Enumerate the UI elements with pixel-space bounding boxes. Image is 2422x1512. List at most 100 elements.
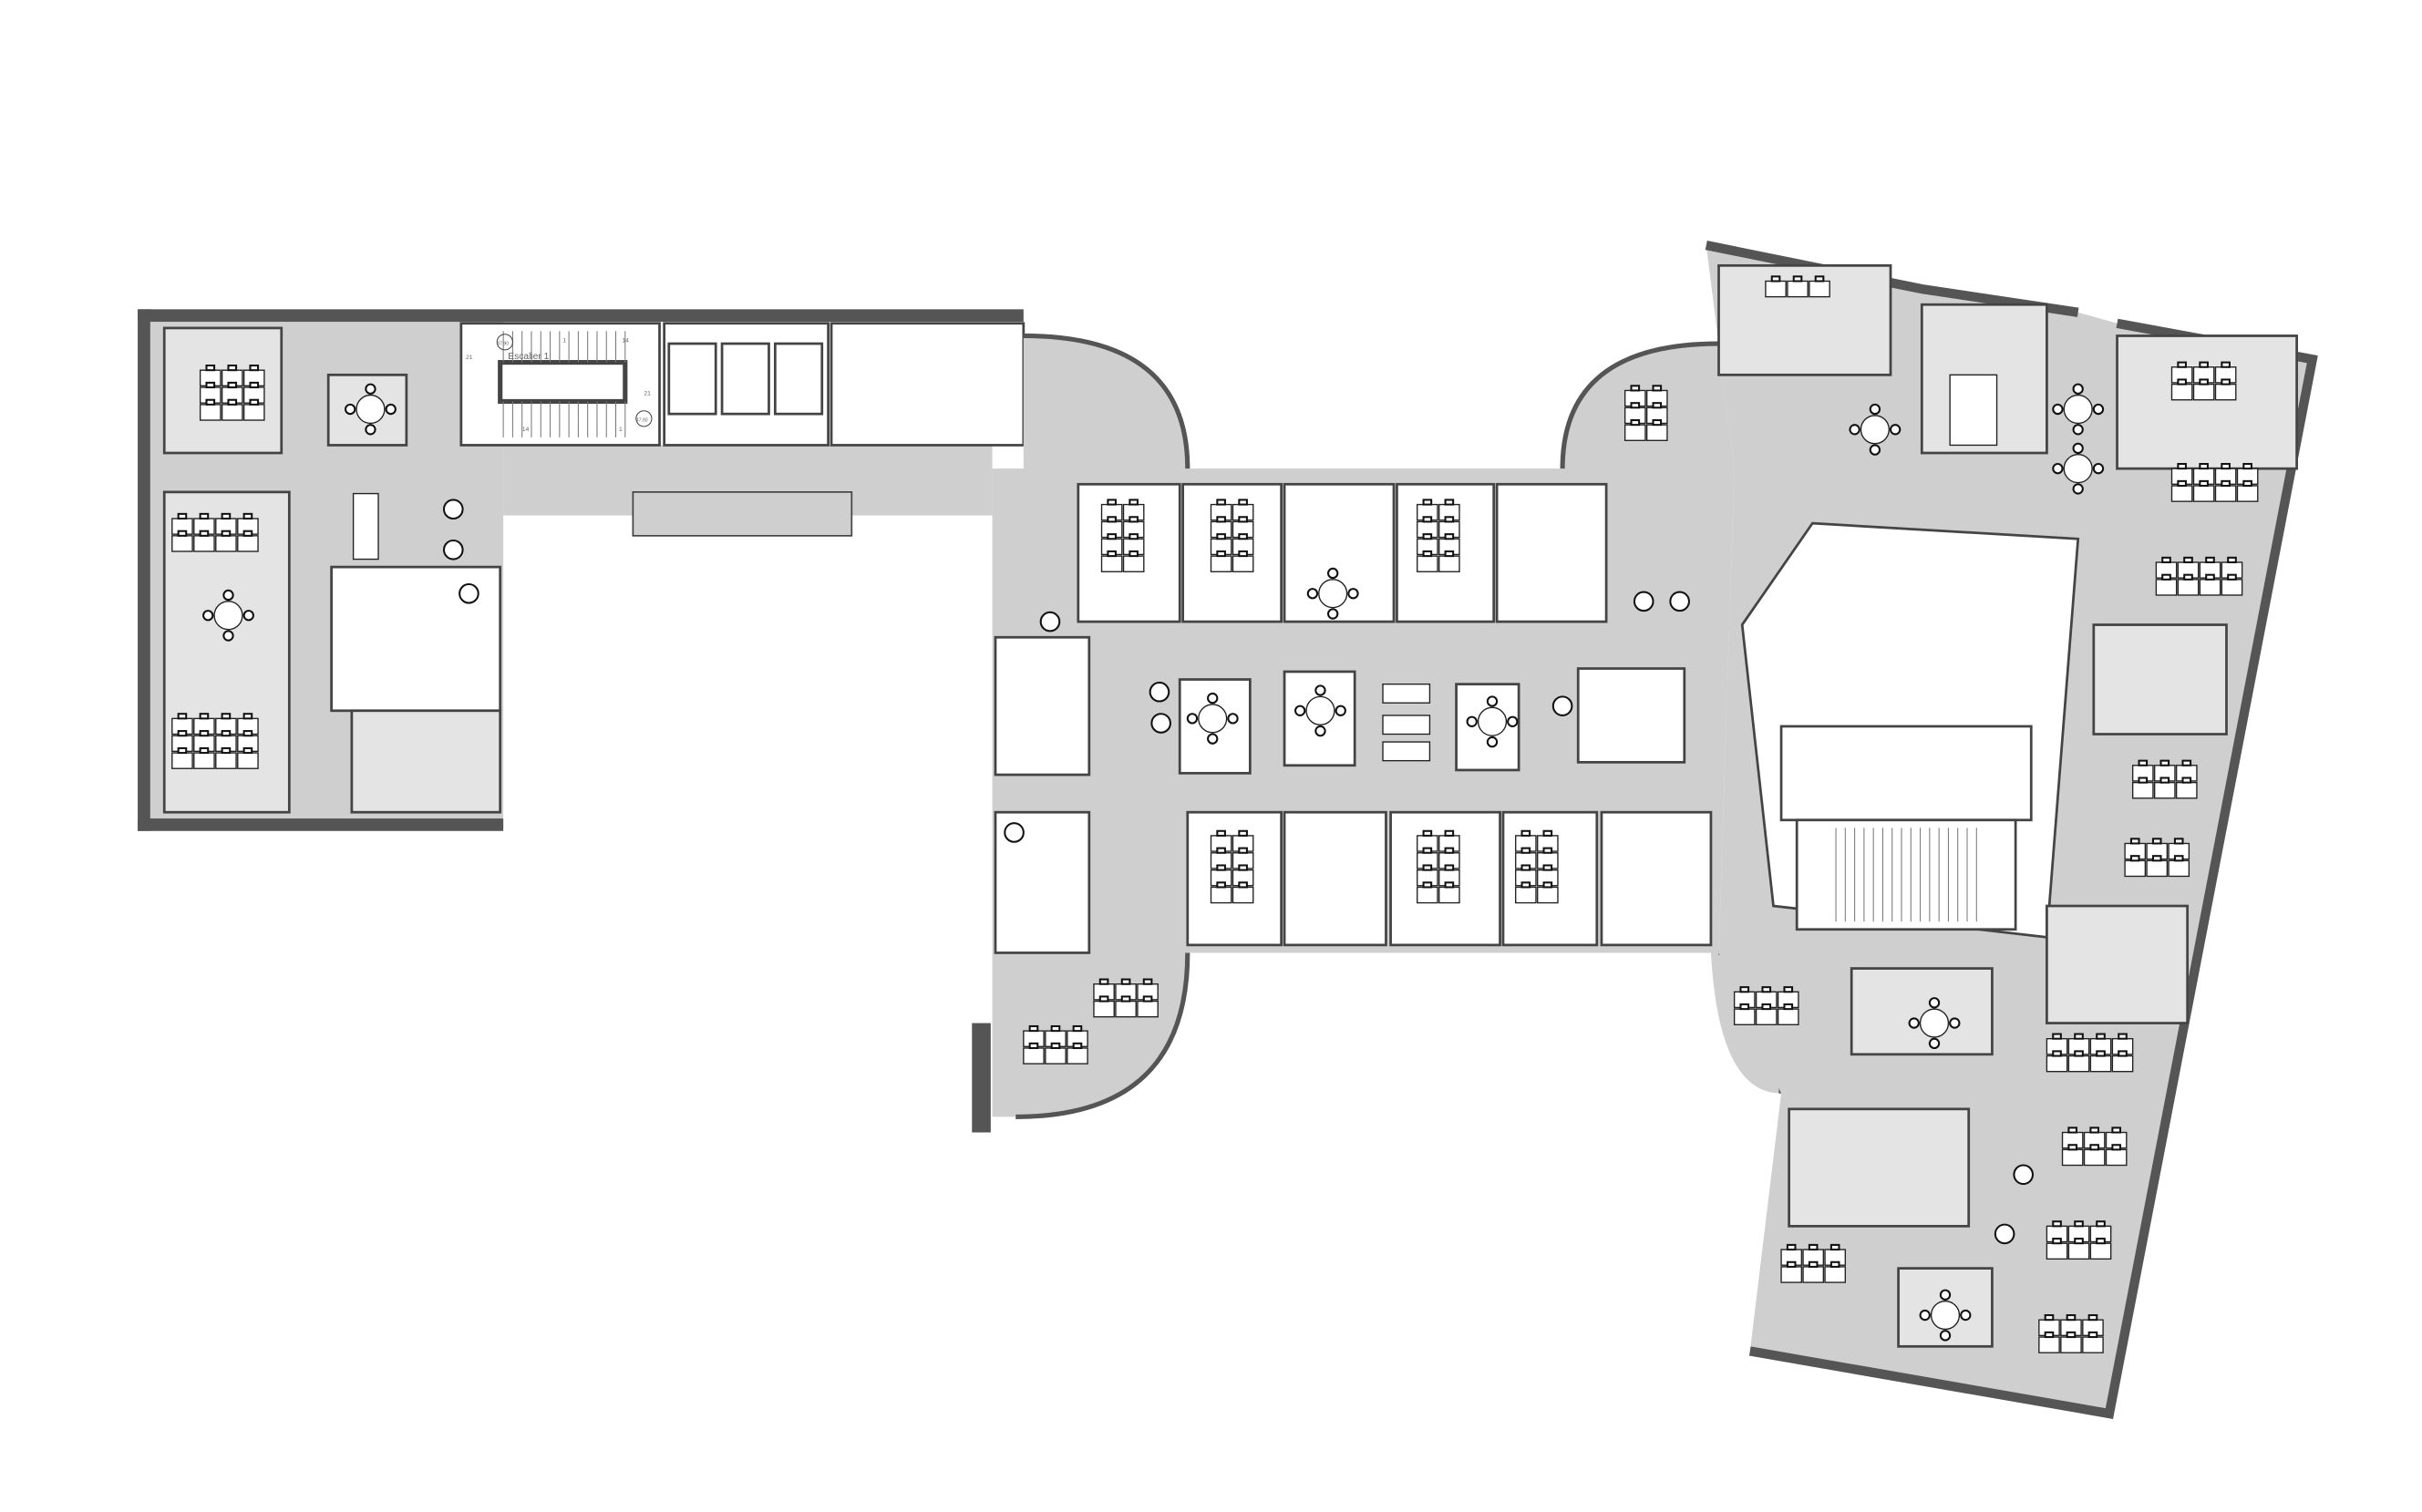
chair	[1306, 588, 1319, 600]
chair	[2129, 838, 2140, 845]
desk	[2124, 859, 2147, 878]
round-table	[1919, 1008, 1950, 1038]
stair-label: Escalier 1	[508, 352, 549, 362]
chair	[1783, 986, 1794, 993]
chair	[1739, 1003, 1750, 1011]
chair	[1444, 533, 1455, 540]
desk	[1093, 1000, 1115, 1018]
chair	[1314, 684, 1326, 696]
desk	[2214, 485, 2237, 502]
chair	[1129, 516, 1139, 523]
desk	[1824, 1266, 1847, 1283]
chair	[2177, 361, 2187, 368]
chair	[2067, 1144, 2077, 1151]
chair	[2096, 1033, 2106, 1040]
chair	[2072, 483, 2084, 495]
chair	[242, 746, 253, 755]
chair	[2074, 1033, 2084, 1040]
chair	[1486, 695, 1499, 707]
chair	[221, 530, 232, 537]
chair	[2074, 1238, 2084, 1245]
room-office-b	[350, 709, 502, 814]
chair	[2181, 777, 2192, 784]
chair	[202, 610, 214, 622]
chair	[2227, 573, 2237, 581]
chair	[2205, 556, 2215, 564]
round-table	[2063, 394, 2093, 425]
curved-facade-nw	[1023, 333, 1190, 469]
desk	[1122, 555, 1145, 572]
desk	[1787, 280, 1809, 298]
chair	[1849, 424, 1860, 436]
chair	[1120, 978, 1131, 985]
chair	[2205, 573, 2215, 581]
chair	[2052, 1033, 2062, 1040]
desk	[2153, 781, 2176, 799]
chair	[1908, 1017, 1920, 1029]
desk	[2083, 1148, 2106, 1167]
left-wing: 47.90 47.90 Escalier 1 21 1 14 21 14 1	[138, 309, 1025, 831]
chair	[242, 730, 253, 737]
office-room	[1850, 967, 1994, 1056]
desk	[2105, 1148, 2128, 1167]
chair	[2118, 1050, 2128, 1057]
desk	[193, 535, 215, 552]
chair	[227, 398, 238, 406]
desk	[221, 404, 243, 421]
chair	[2138, 777, 2149, 784]
desk	[2067, 1242, 2090, 1260]
desk	[2199, 579, 2221, 596]
chair	[205, 398, 216, 406]
desk	[1780, 1266, 1803, 1283]
chair	[2096, 1220, 2106, 1228]
chair	[1814, 275, 1825, 283]
chair	[1783, 1003, 1794, 1011]
round-table	[1860, 415, 1890, 445]
office-room	[1495, 482, 1608, 623]
lounge-chair	[442, 539, 464, 561]
chair	[2221, 361, 2231, 368]
lobby-bump	[632, 491, 853, 537]
chair	[1227, 713, 1239, 725]
chair	[205, 381, 216, 389]
desk	[2089, 1054, 2112, 1073]
chair	[1216, 533, 1226, 540]
chair	[2111, 1126, 2121, 1134]
desk	[1733, 1008, 1756, 1025]
chair	[221, 512, 232, 520]
curved-facade-sw	[1015, 952, 1190, 1119]
chair	[222, 589, 234, 602]
step-number: 21	[644, 391, 651, 397]
chair	[1770, 275, 1781, 283]
chair	[1050, 1024, 1061, 1033]
chair	[1028, 1024, 1039, 1033]
lounge-chair	[1150, 713, 1171, 734]
step-number: 21	[466, 355, 473, 361]
chair	[2151, 838, 2162, 845]
elevator-1	[667, 342, 717, 416]
chair	[177, 746, 188, 755]
desk	[1115, 1000, 1137, 1018]
office-room	[1788, 1107, 1971, 1228]
chair	[2052, 1050, 2062, 1057]
chair	[242, 530, 253, 537]
chair	[242, 713, 253, 720]
sw-wall	[972, 1023, 991, 1133]
desk	[2111, 1054, 2134, 1073]
chair	[1542, 864, 1553, 871]
chair	[1072, 1024, 1083, 1033]
chair	[2044, 1331, 2055, 1339]
chair	[2111, 1144, 2121, 1151]
desk	[1809, 280, 1830, 298]
chair	[2118, 1033, 2128, 1040]
chair	[221, 713, 232, 720]
chair	[2074, 1220, 2084, 1228]
chair	[2052, 1220, 2062, 1228]
chair	[1542, 829, 1553, 837]
chair	[221, 746, 232, 755]
desk	[2046, 1242, 2068, 1260]
chair	[1422, 881, 1433, 889]
desk	[199, 404, 222, 421]
chair	[1444, 847, 1455, 854]
